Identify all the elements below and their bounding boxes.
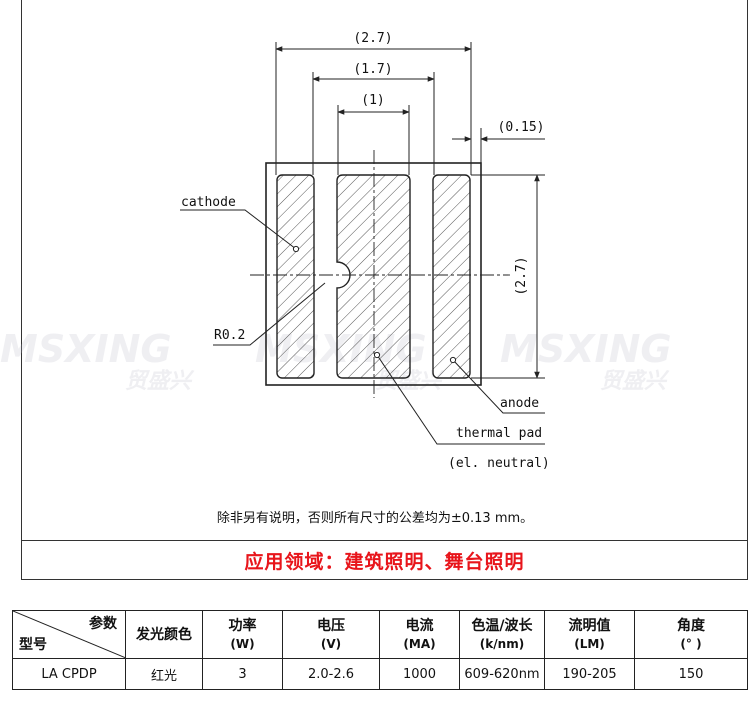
dim-right: (2.7) (514, 256, 529, 295)
label-anode: anode (500, 396, 539, 411)
header-power: 功率(W) (202, 610, 283, 659)
cell-current: 1000 (379, 658, 460, 690)
header-model: 型号 (19, 637, 47, 653)
header-angle: 角度(° ) (634, 610, 748, 659)
header-param: 参数 (89, 616, 117, 632)
header-current: 电流(MA) (379, 610, 460, 659)
watermark-cn-left: 贸盛兴 (125, 368, 195, 394)
dimension-lines (275, 46, 545, 379)
spec-table: 参数 型号 发光颜色 功率(W) 电压(V) 电流(MA) 色温/波长(k/nm… (12, 610, 748, 690)
watermark-brand-right: MSXING (500, 327, 672, 371)
dim-top-inner: (1) (361, 93, 384, 108)
header-wavelength: 色温/波长(k/nm) (459, 610, 545, 659)
cell-lumen: 190-205 (544, 658, 635, 690)
application-text: 应用领域：建筑照明、舞台照明 (244, 550, 525, 573)
cell-model: LA CPDP (12, 658, 126, 690)
watermark-cn-right: 贸盛兴 (600, 368, 670, 394)
anode-pad (432, 174, 471, 379)
anode-marker (449, 356, 457, 364)
cathode-marker (292, 245, 300, 253)
header-voltage: 电压(V) (282, 610, 380, 659)
centerlines (250, 150, 510, 398)
watermark: MSXING 贸盛兴 MSXING 贸盛兴 MSXING 贸盛兴 (0, 327, 672, 394)
cell-angle: 150 (634, 658, 748, 690)
table-header-row: 参数 型号 发光颜色 功率(W) 电压(V) 电流(MA) 色温/波长(k/nm… (12, 610, 748, 659)
dim-top-outer: (2.7) (353, 31, 392, 46)
package-outline (265, 162, 482, 386)
leaders (180, 209, 545, 445)
application-banner: 应用领域：建筑照明、舞台照明 (21, 540, 748, 580)
dim-top-mid: (1.7) (353, 62, 392, 77)
label-el-neutral: (el. neutral) (448, 456, 550, 471)
watermark-brand-left: MSXING (0, 327, 172, 371)
label-radius: R0.2 (214, 328, 245, 343)
extension-lines (275, 42, 545, 379)
table-row: LA CPDP 红光 3 2.0-2.6 1000 609-620nm 190-… (12, 658, 748, 690)
cathode-pad (276, 174, 315, 379)
cell-power: 3 (202, 658, 283, 690)
cell-wavelength: 609-620nm (459, 658, 545, 690)
cell-voltage: 2.0-2.6 (282, 658, 380, 690)
header-color: 发光颜色 (125, 610, 203, 659)
header-diagonal-cell: 参数 型号 (12, 610, 126, 659)
package-drawing: MSXING 贸盛兴 MSXING 贸盛兴 MSXING 贸盛兴 (0, 31, 672, 471)
header-lumen: 流明值(LM) (544, 610, 635, 659)
tolerance-note: 除非另有说明，否则所有尺寸的公差均为±0.13 mm。 (216, 511, 534, 526)
thermal-pad (336, 174, 411, 379)
dim-gap: (0.15) (498, 120, 545, 135)
label-cathode: cathode (181, 195, 236, 210)
thermal-marker (373, 351, 381, 359)
cell-color: 红光 (125, 658, 203, 690)
label-thermal-pad: thermal pad (456, 426, 542, 441)
drawing-frame (21, 0, 748, 540)
